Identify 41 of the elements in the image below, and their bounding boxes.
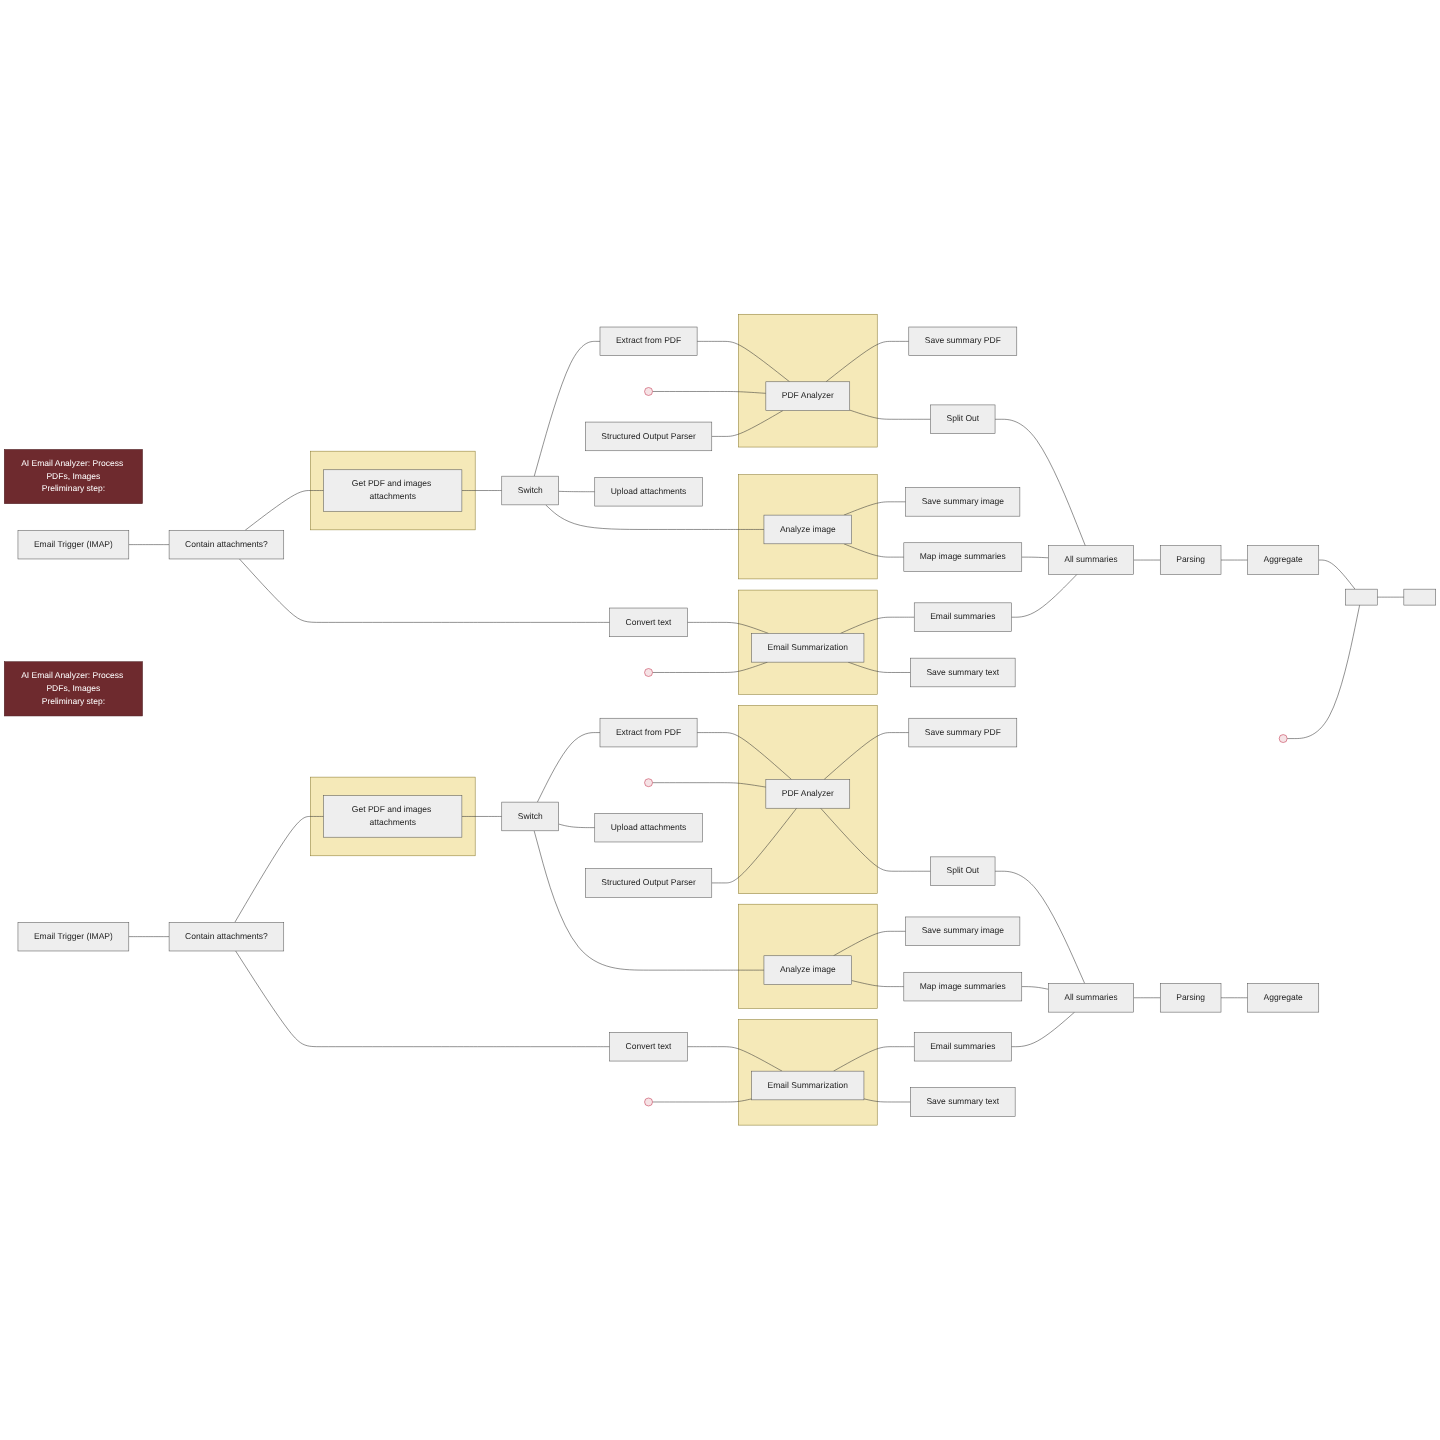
connector xyxy=(696,732,792,781)
connector xyxy=(537,732,601,803)
node-circle xyxy=(644,668,653,678)
connector xyxy=(545,504,765,531)
cluster xyxy=(738,1019,878,1126)
node-circle xyxy=(1278,734,1288,744)
node-circle xyxy=(644,387,653,397)
connector xyxy=(696,341,790,383)
connector xyxy=(833,1046,915,1072)
connector xyxy=(843,501,906,516)
cluster xyxy=(738,314,878,448)
connector xyxy=(1286,605,1360,740)
cluster xyxy=(738,705,878,895)
connector xyxy=(711,808,797,884)
cluster xyxy=(738,904,878,1009)
node-box xyxy=(1403,589,1436,606)
connector xyxy=(687,622,769,634)
connector xyxy=(843,543,905,558)
connector xyxy=(652,1098,752,1103)
connector xyxy=(558,824,596,829)
connector xyxy=(461,816,503,818)
connector xyxy=(825,341,910,383)
cluster xyxy=(310,451,476,531)
connector xyxy=(461,490,503,492)
node-circle xyxy=(644,1098,653,1107)
connector xyxy=(1318,560,1356,590)
connector xyxy=(244,490,324,531)
connector xyxy=(823,732,910,781)
cluster xyxy=(738,590,878,695)
cluster xyxy=(738,474,878,580)
connector xyxy=(840,617,915,634)
connector xyxy=(833,931,906,957)
node-box xyxy=(1345,589,1378,606)
connector xyxy=(851,980,905,988)
connector xyxy=(652,391,767,394)
node-circle xyxy=(644,778,653,788)
connector xyxy=(652,662,768,674)
connector xyxy=(863,1098,911,1103)
connector xyxy=(847,662,911,674)
cluster xyxy=(310,777,476,857)
connector xyxy=(234,816,324,923)
